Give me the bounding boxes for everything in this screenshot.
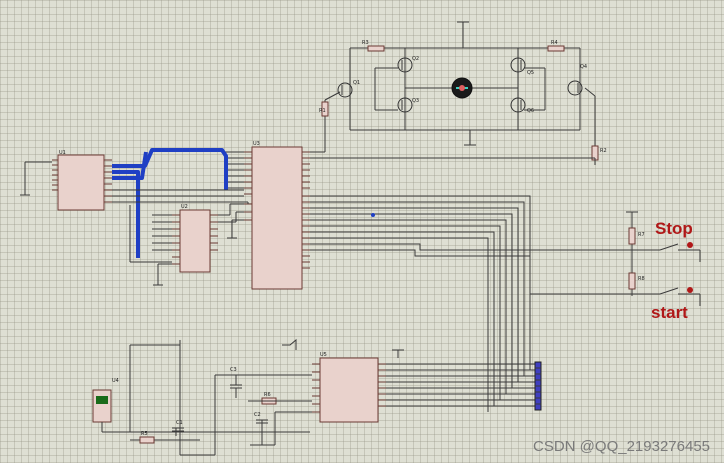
h-bridge xyxy=(321,21,599,165)
label-r2: R2 xyxy=(600,148,607,154)
chip-u1 xyxy=(20,154,112,211)
label-q5: Q5 xyxy=(527,70,534,76)
chip-u5 xyxy=(312,349,535,423)
label-q4: Q4 xyxy=(580,64,587,70)
label-c1: C1 xyxy=(176,420,183,426)
label-r5: R5 xyxy=(141,431,148,437)
start-switch xyxy=(628,262,701,306)
data-lines xyxy=(310,195,632,412)
label-q1: Q1 xyxy=(353,80,360,86)
chip-u2 xyxy=(152,209,218,286)
label-r4: R4 xyxy=(551,40,558,46)
label-c3: C3 xyxy=(230,367,237,373)
label-u4: U4 xyxy=(112,378,119,384)
regulator-u4 xyxy=(92,389,112,432)
label-q3: Q3 xyxy=(412,98,419,104)
chip-u3 xyxy=(225,146,310,290)
label-q6: Q6 xyxy=(527,108,534,114)
label-r8: R8 xyxy=(638,276,645,282)
label-u3: U3 xyxy=(253,141,260,147)
label-r1: R1 xyxy=(319,108,326,114)
watermark: CSDN @QQ_2193276455 xyxy=(533,438,710,455)
label-c2: C2 xyxy=(254,412,261,418)
label-r7: R7 xyxy=(638,232,645,238)
label-u2: U2 xyxy=(181,204,188,210)
label-u5: U5 xyxy=(320,352,327,358)
label-r6: R6 xyxy=(264,392,271,398)
label-u1: U1 xyxy=(59,150,66,156)
label-r3: R3 xyxy=(362,40,369,46)
stop-label: Stop xyxy=(655,219,693,238)
resistor-pack xyxy=(534,361,542,411)
label-q2: Q2 xyxy=(412,56,419,62)
stop-switch xyxy=(626,211,701,280)
start-label: start xyxy=(651,303,688,322)
